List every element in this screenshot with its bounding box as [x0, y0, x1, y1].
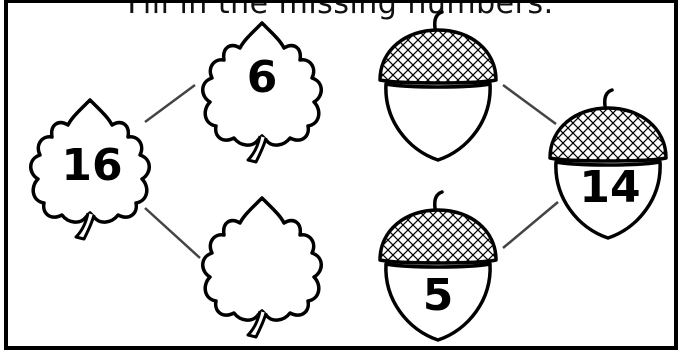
leaf-whole-number: 16	[61, 140, 122, 191]
leaf-part-bottom[interactable]	[203, 198, 322, 337]
acorn-part-bottom-number: 5	[423, 270, 454, 321]
acorn-part-top[interactable]	[380, 12, 496, 160]
connector-line	[503, 202, 558, 248]
connector-line	[145, 208, 200, 258]
connector-line	[503, 85, 556, 124]
acorn-whole-number: 14	[579, 162, 640, 213]
leaf-part-top-number: 6	[247, 52, 278, 103]
connector-line	[145, 85, 195, 122]
